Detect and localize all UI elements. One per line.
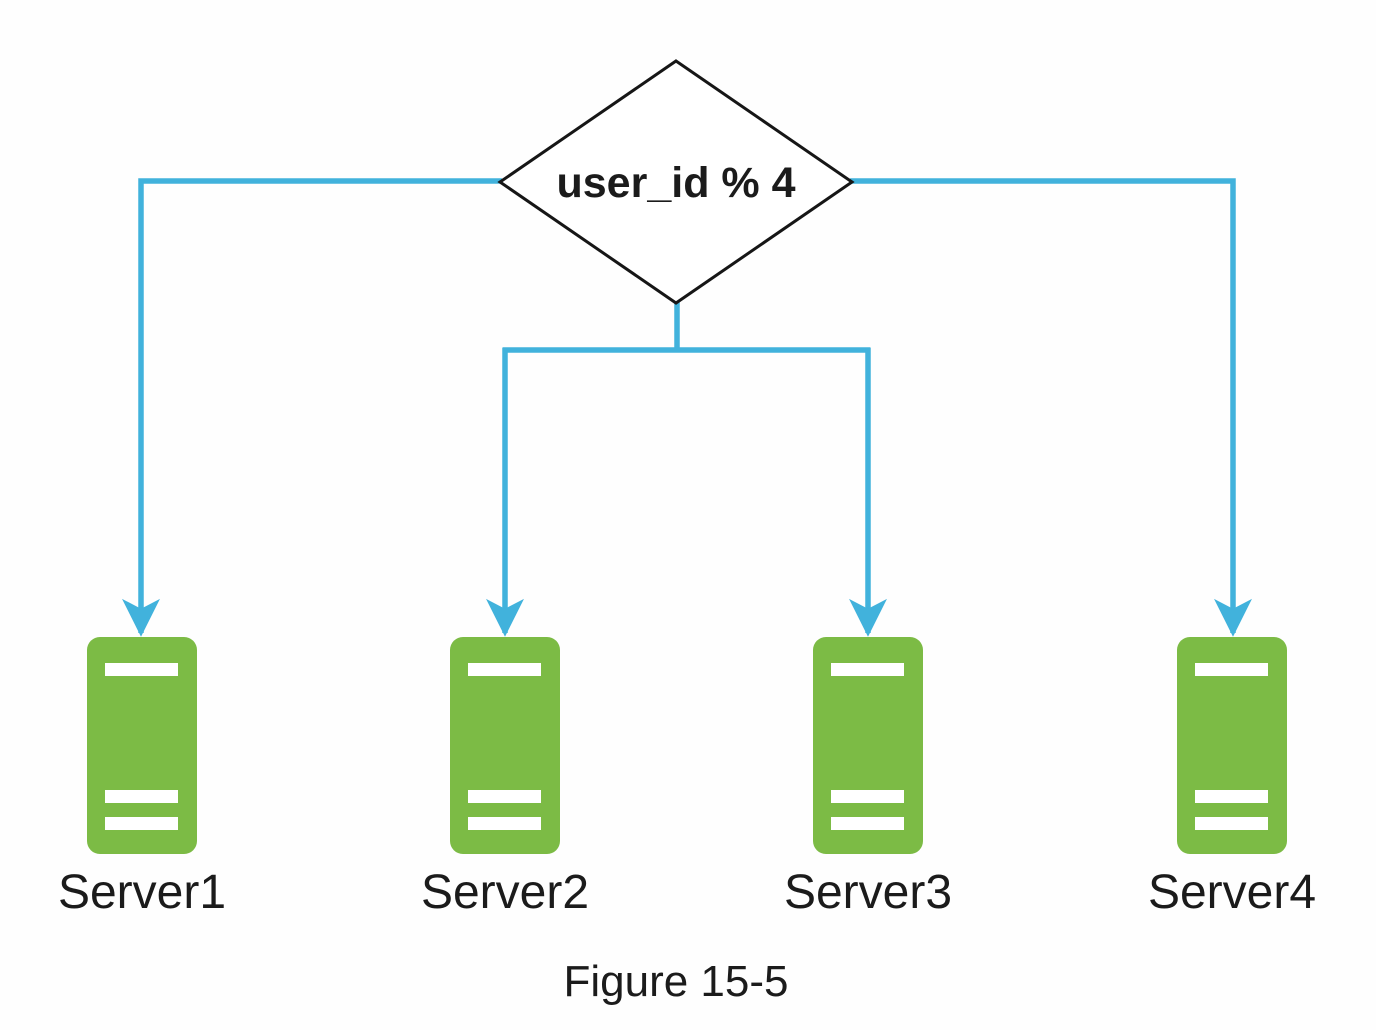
server4-label: Server4	[1148, 866, 1316, 919]
diamond-decision-icon	[497, 59, 855, 305]
connector-to-server4	[850, 178, 1252, 637]
server-tower-icon	[1177, 637, 1287, 854]
decision-label: user_id % 4	[557, 159, 796, 207]
server-tower-icon	[87, 637, 197, 854]
figure-caption: Figure 15-5	[563, 957, 788, 1006]
connector-to-server1	[122, 178, 502, 637]
server1-label: Server1	[58, 866, 226, 919]
server3-label: Server3	[784, 866, 952, 919]
server-tower-icon	[813, 637, 923, 854]
server2-label: Server2	[421, 866, 589, 919]
server-tower-icon	[450, 637, 560, 854]
